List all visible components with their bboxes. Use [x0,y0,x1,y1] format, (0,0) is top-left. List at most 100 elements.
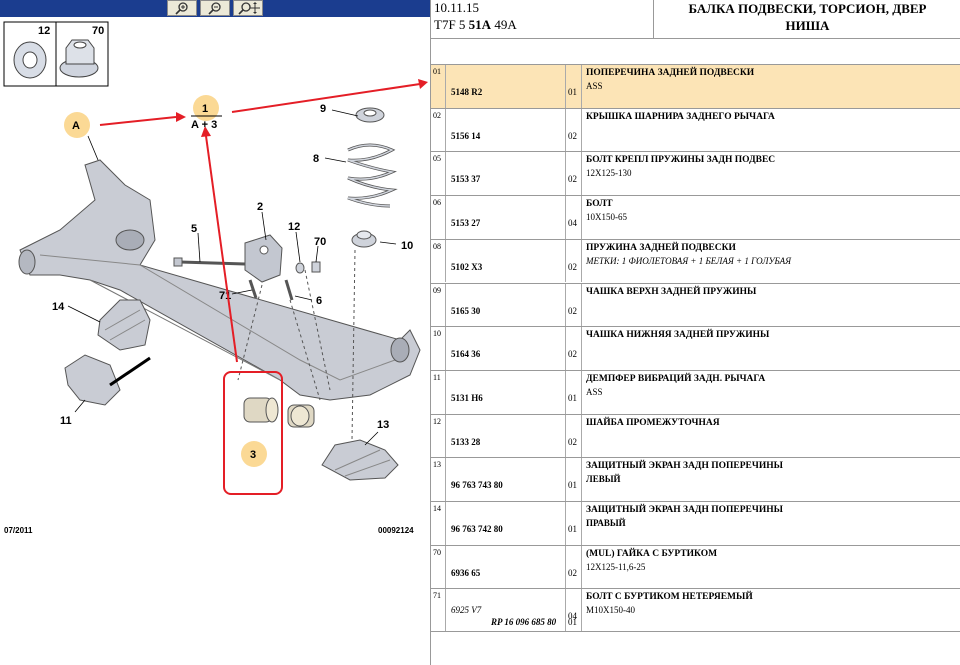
part-description: ПОПЕРЕЧИНА ЗАДНЕЙ ПОДВЕСКИ [586,68,755,78]
title-line-2: НИША [785,18,830,33]
cell-divider [566,370,582,414]
quantity: 02 [568,436,577,447]
assembly-lines [237,249,356,441]
quantity: 02 [568,567,577,578]
parts-pane: 10.11.15 T7F 5 51A 49A БАЛКА ПОДВЕСКИ, Т… [430,0,960,665]
callout-2: 2 [257,201,263,213]
part-detail: МЕТКИ: 1 ФИОЛЕТОВАЯ + 1 БЕЛАЯ + 1 ГОЛУБА… [586,255,792,266]
code-prefix: T7F 5 [434,17,466,32]
quantity: 02 [568,130,577,141]
row-index: 06 [433,198,441,208]
torsion-beam [18,159,421,401]
cell-divider [431,239,446,283]
shield-right-14 [97,299,151,351]
row-index: 08 [433,241,441,251]
cell-divider [431,327,446,370]
zoom-pan-icon [238,2,260,15]
cell-divider [566,414,582,458]
bubble-1-number: 1 [202,103,208,115]
part-number: 5153 37 [451,174,481,185]
part-description: ШАЙБА ПРОМЕЖУТОЧНАЯ [586,417,720,428]
part-description: ЧАШКА ВЕРХН ЗАДНЕЙ ПРУЖИНЫ [586,286,757,297]
bubble-1[interactable]: 1 A + 3 [191,95,222,131]
row-index: 01 [433,67,441,76]
row-index: 05 [433,154,441,164]
row-index: 10 [433,329,441,339]
zoom-out-button[interactable] [200,0,230,16]
inset-label-12: 12 [38,25,50,37]
part-detail: ПРАВЫЙ [586,518,626,528]
cell-divider [566,502,582,545]
diagram-drawing: 12 70 [3,21,428,495]
quantity: 02 [568,305,577,316]
part-detail: 12X125-130 [586,168,632,179]
cell-divider [446,239,566,283]
cell-divider [566,152,582,196]
part-number: 96 763 743 80 [451,480,503,491]
bubble-3[interactable]: 3 [241,441,267,467]
flange-nut-icon [59,39,99,78]
zoom-pan-button[interactable] [233,0,263,16]
part-description: (MUL) ГАЙКА С БУРТИКОМ [586,548,718,559]
callout-6: 6 [316,295,322,307]
cell-divider [566,196,582,239]
part-number: 5102 X3 [451,261,483,272]
callout-8: 8 [313,153,319,165]
quantity: 02 [568,261,577,272]
svg-text:3: 3 [250,449,256,461]
callout-70: 70 [314,236,326,248]
part-number: 6925 V7 [451,605,482,616]
part-description: КРЫШКА ШАРНИРА ЗАДНЕГО РЫЧАГА [586,111,775,122]
inset-box: 12 70 [3,21,109,87]
flange-bolt-71 [248,279,258,299]
cell-divider [566,458,582,501]
cell-divider [431,283,446,327]
bubble-a[interactable]: A [64,112,90,138]
part-description: БОЛТ КРЕПЛ ПРУЖИНЫ ЗАДН ПОДВЕС [586,155,776,166]
quantity: 01 [568,480,577,491]
cell-divider [446,414,566,458]
quantity: 02 [568,174,577,185]
row-index: 71 [433,591,441,601]
cell-divider [446,458,566,501]
part-number: 5165 30 [451,305,481,316]
part-detail: M10X150-40 [586,605,635,616]
zoom-in-button[interactable] [167,0,197,16]
part-number: 5131 H6 [451,392,483,403]
part-detail: ASS [586,386,603,397]
part-description: ПРУЖИНА ЗАДНЕЙ ПОДВЕСКИ [586,242,736,253]
cell-divider [431,414,446,458]
quantity: 01 [568,524,577,534]
spring-lower-cup [351,230,377,248]
cell-divider [446,108,566,152]
part-description: ЗАЩИТНЫЙ ЭКРАН ЗАДН ПОПЕРЕЧИНЫ [586,461,783,472]
shield-left-13 [321,439,399,481]
part-number: 5153 27 [451,218,481,229]
vibration-damper-11 [64,354,151,406]
table-row[interactable]: 05 5153 37 02 БОЛТ КРЕПЛ ПРУЖИНЫ ЗАДН ПОДВЕ… [431,151,960,196]
table-row[interactable]: 08 5102 X3 02 ПРУЖИНА ЗАДНЕЙ ПОДВЕСКИ МЕТКИ:… [431,238,960,283]
part-description: ЗАЩИТНЫЙ ЭКРАН ЗАДН ПОПЕРЕЧИНЫ [586,505,783,515]
cell-divider [431,370,446,414]
cell-divider [446,283,566,327]
quantity: 04 [568,218,577,229]
cell-divider [446,65,566,108]
quantity: 01 [568,392,577,403]
title-line-1: БАЛКА ПОДВЕСКИ, ТОРСИОН, ДВЕР [688,1,927,16]
viewer-toolbar [0,0,430,17]
bolt-6 [284,279,294,301]
header-date: 10.11.15 [434,0,480,15]
callout-13: 13 [377,419,389,431]
cell-divider [431,502,446,545]
